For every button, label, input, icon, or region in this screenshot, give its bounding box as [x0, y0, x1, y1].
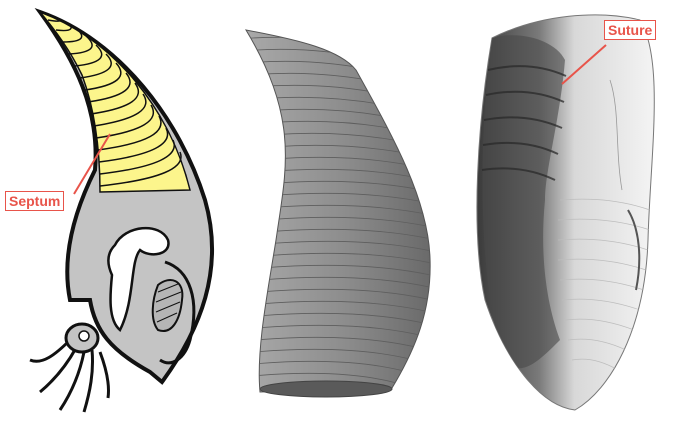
cross-section-diagram [30, 12, 212, 412]
shell-aperture [260, 381, 392, 397]
eye-icon [79, 331, 89, 341]
shell-rendering [230, 30, 436, 397]
septum-label: Septum [5, 191, 64, 211]
fossil-illustration [477, 15, 654, 410]
septa-region [40, 12, 190, 192]
suture-label: Suture [604, 20, 656, 40]
body-chamber [40, 12, 212, 382]
tentacles [30, 340, 109, 412]
